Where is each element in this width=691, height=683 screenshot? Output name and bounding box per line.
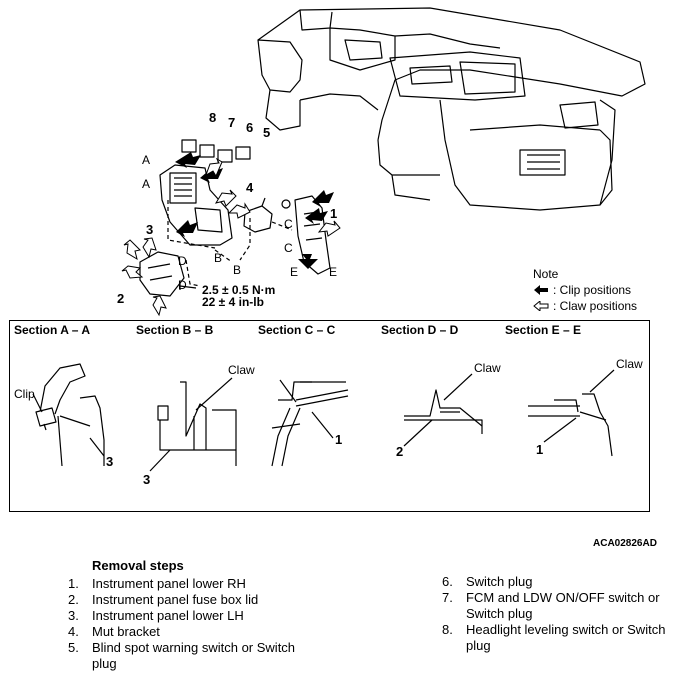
- callout-a-mid: A: [142, 177, 150, 191]
- removal-steps-list-right: 6.Switch plug 7.FCM and LDW ON/OFF switc…: [442, 574, 681, 654]
- section-bb-num: 3: [143, 472, 150, 487]
- section-bb-title: Section B – B: [136, 323, 214, 337]
- part-lower-lh-drawing: [159, 164, 233, 246]
- list-item: 7.FCM and LDW ON/OFF switch or Switch pl…: [442, 590, 660, 621]
- section-cc-title: Section C – C: [258, 323, 336, 337]
- section-aa-drawing: [35, 363, 105, 467]
- exploded-diagram: 8 7 6 5 4 3 1 2 A A B B C C D D E E 2.5 …: [117, 7, 646, 317]
- clip-arrow-icon: [176, 220, 198, 237]
- callout-1: 1: [330, 206, 337, 221]
- callout-d-bottom: D: [178, 278, 187, 292]
- section-dd-num: 2: [396, 444, 403, 459]
- callout-7: 7: [228, 115, 235, 130]
- removal-steps-list-left: 1.Instrument panel lower RH 2.Instrument…: [68, 576, 322, 672]
- clip-arrow-icon: [312, 190, 334, 207]
- clip-arrow-icon: [298, 254, 318, 269]
- section-aa-title: Section A – A: [14, 323, 90, 337]
- section-cc-drawing: [271, 381, 349, 467]
- note-title: Note: [533, 267, 559, 281]
- note-claw-row: : Claw positions: [533, 298, 683, 314]
- callout-6: 6: [246, 120, 253, 135]
- list-item: 4.Mut bracket: [68, 624, 160, 639]
- claw-arrow-icon: [123, 239, 142, 261]
- section-bb-drawing: [157, 381, 237, 466]
- callout-a-top: A: [142, 153, 150, 167]
- claw-arrow-icon: [121, 265, 144, 279]
- removal-steps-title: Removal steps: [92, 558, 184, 573]
- section-ee-title: Section E – E: [505, 323, 581, 337]
- callout-labels: 8 7 6 5 4 3 1 2 A A B B C C D D E E 2.5 …: [117, 110, 337, 309]
- list-item: 6.Switch plug: [442, 574, 533, 589]
- claw-arrows: [121, 157, 341, 317]
- callout-d-top: D: [178, 254, 187, 268]
- callout-c-bottom: C: [284, 241, 293, 255]
- section-ee-claw-label: Claw: [616, 357, 643, 371]
- callout-4: 4: [246, 180, 254, 195]
- section-aa-clip-label: Clip: [14, 387, 35, 401]
- claw-arrow-icon: [227, 202, 251, 219]
- callout-2: 2: [117, 291, 124, 306]
- list-item: 3.Instrument panel lower LH: [68, 608, 244, 623]
- section-ee-num: 1: [536, 442, 543, 457]
- part-mut-bracket-drawing: [243, 197, 291, 233]
- clip-arrow-icon: [175, 152, 201, 168]
- part-fuse-box-lid-drawing: [139, 251, 185, 297]
- clip-arrow-icon: [534, 285, 548, 295]
- claw-arrow-icon: [142, 237, 157, 259]
- note-clip-row: : Clip positions: [533, 282, 683, 298]
- callout-b-left: B: [214, 251, 222, 265]
- claw-arrow-icon: [317, 220, 341, 237]
- torque-value-nm: 2.5 ± 0.5 N·m: [202, 283, 275, 297]
- figure-code: ACA02826AD: [593, 538, 657, 549]
- callout-5: 5: [263, 125, 270, 140]
- section-ee-drawing: [528, 393, 613, 457]
- callout-3: 3: [146, 222, 153, 237]
- screw-icon: [179, 282, 197, 290]
- list-item: 8.Headlight leveling switch or Switch pl…: [442, 622, 666, 653]
- removal-steps-right: 6.Switch plug 7.FCM and LDW ON/OFF switc…: [442, 574, 681, 654]
- claw-arrow-icon: [205, 157, 223, 178]
- note-claw-text: : Claw positions: [553, 299, 638, 313]
- callout-e-left: E: [290, 265, 298, 279]
- torque-value-inlb: 22 ± 4 in-lb: [202, 295, 264, 309]
- leader-lines: [167, 200, 293, 287]
- callout-8: 8: [209, 110, 216, 125]
- section-aa-num: 3: [106, 454, 113, 469]
- note-clip-text: : Clip positions: [553, 283, 632, 297]
- claw-arrow-icon: [214, 189, 237, 207]
- list-item: 1.Instrument panel lower RH: [68, 576, 246, 591]
- section-cc-num: 1: [335, 432, 342, 447]
- list-item: 5.Blind spot warning switch or Switch pl…: [68, 640, 296, 671]
- claw-arrow-icon: [533, 301, 549, 311]
- clip-arrow-icon: [305, 208, 328, 224]
- section-dd-claw-label: Claw: [474, 361, 501, 375]
- section-dd-drawing: [404, 389, 483, 434]
- list-item: 2.Instrument panel fuse box lid: [68, 592, 259, 607]
- callout-b-right: B: [233, 263, 241, 277]
- clip-arrows: [175, 152, 334, 269]
- callout-c-top: C: [284, 217, 293, 231]
- callout-e-right: E: [329, 265, 337, 279]
- removal-steps-left: Removal steps 1.Instrument panel lower R…: [68, 558, 322, 672]
- section-views-frame: [9, 320, 650, 512]
- note-legend: Note : Clip positions : Claw positions: [533, 266, 683, 314]
- section-dd-title: Section D – D: [381, 323, 459, 337]
- switches-drawing: [181, 139, 251, 163]
- instrument-panel-drawing: [257, 7, 646, 211]
- section-views: Section A – A Section B – B Section C – …: [14, 323, 643, 487]
- section-bb-claw-label: Claw: [228, 363, 255, 377]
- claw-arrow-icon: [152, 295, 167, 317]
